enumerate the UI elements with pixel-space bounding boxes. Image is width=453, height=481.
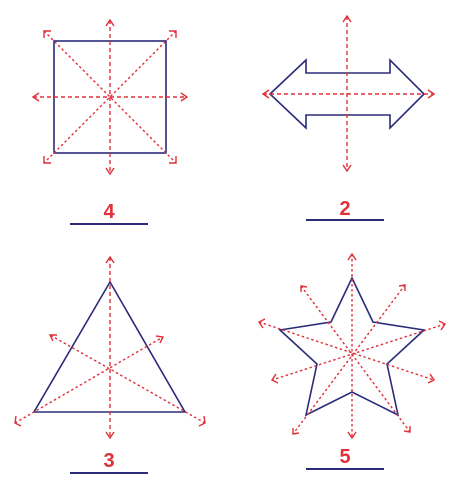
square-axis-diagonal-b [43, 30, 177, 164]
triangle-axis-right [48, 334, 206, 427]
answer-star: 5 [339, 446, 351, 468]
answer-square: 4 [103, 201, 115, 223]
answer-square-underline [70, 223, 148, 225]
answer-double-arrow: 2 [339, 198, 351, 220]
star-axis-4 [300, 285, 411, 433]
answer-triangle-underline [70, 472, 148, 474]
panel-double-arrow [261, 14, 436, 173]
triangle-axis-vertical [105, 255, 115, 440]
answer-triangle: 3 [103, 450, 115, 472]
panel-star [257, 252, 447, 440]
star-axis-3 [257, 318, 436, 384]
answer-double-arrow-underline [306, 219, 384, 221]
star-axis-5 [292, 284, 406, 435]
panel-square [31, 18, 189, 176]
panel-triangle [14, 255, 206, 440]
star-axis-2 [270, 320, 447, 384]
star-shape [278, 276, 426, 417]
square-axis-diagonal-a [43, 30, 177, 164]
star-axis-1 [347, 252, 357, 440]
triangle-axis-left [14, 335, 165, 427]
answer-star-underline [306, 468, 384, 470]
square-axis-horizontal [31, 92, 189, 102]
double-arrow-axis-horizontal [261, 89, 436, 99]
